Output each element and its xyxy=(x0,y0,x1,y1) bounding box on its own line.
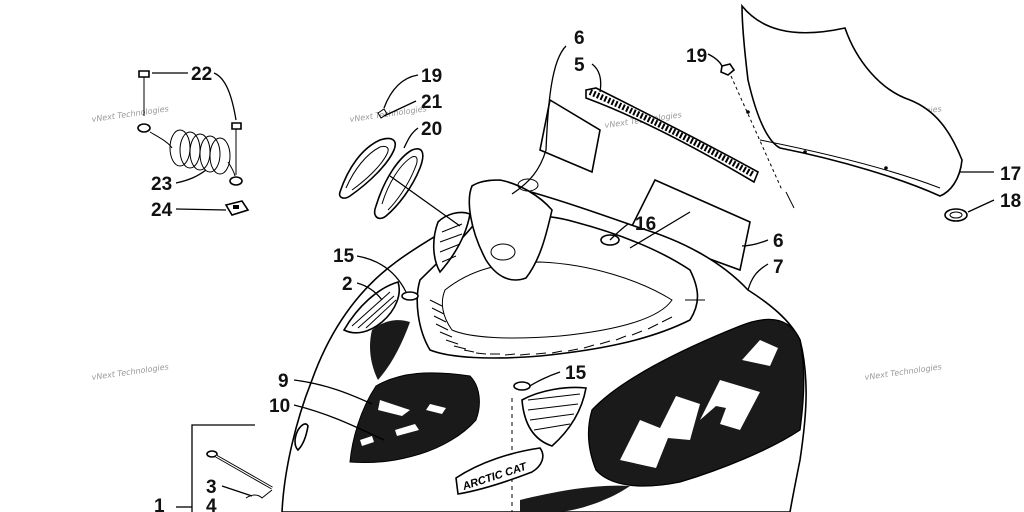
decal-graphic-left xyxy=(349,320,480,463)
callout-4: 4 xyxy=(206,496,217,512)
callout-7: 7 xyxy=(773,257,784,278)
trim-strip xyxy=(585,87,760,184)
washer-icon xyxy=(137,123,151,133)
callout-6-right: 6 xyxy=(773,231,784,252)
spring-cable-assembly xyxy=(137,70,250,216)
watermark-1: vNext Technologies xyxy=(91,104,169,124)
grommet-icon xyxy=(944,208,968,222)
leader-lines xyxy=(152,45,995,497)
vent-grille xyxy=(373,148,424,220)
windshield-assembly xyxy=(720,3,968,222)
callout-5: 5 xyxy=(574,55,585,76)
callout-18: 18 xyxy=(1000,191,1021,212)
callout-numbers: 22 23 24 19 21 20 15 2 6 5 16 6 7 19 17 … xyxy=(151,28,1021,512)
callout-9: 9 xyxy=(278,371,289,392)
vent-left-lower xyxy=(294,423,309,452)
callout-20: 20 xyxy=(421,119,442,140)
watermark-5: vNext Technologies xyxy=(91,362,169,382)
callout-15-bottom: 15 xyxy=(565,363,587,384)
screw-icon xyxy=(231,122,242,130)
callout-16: 16 xyxy=(635,214,656,235)
decal-6-right xyxy=(628,178,751,272)
decal-graphic-right: M6 xyxy=(520,318,805,512)
callout-19-left: 19 xyxy=(421,66,442,87)
vent-bracket-assembly xyxy=(338,108,424,220)
callout-10: 10 xyxy=(269,396,290,417)
callout-23: 23 xyxy=(151,174,172,195)
callout-21: 21 xyxy=(421,92,443,113)
callout-3: 3 xyxy=(206,477,217,498)
watermark-8: vNext Technologies xyxy=(864,362,942,382)
plug-icon xyxy=(401,291,419,301)
callout-24: 24 xyxy=(151,200,173,221)
side-vent-left xyxy=(432,211,471,274)
hinge-pin-assembly xyxy=(176,424,273,512)
callout-1: 1 xyxy=(154,496,165,512)
decal-6-upper xyxy=(539,98,601,174)
windshield xyxy=(741,3,963,197)
plug-icon xyxy=(513,381,531,391)
pin-head-icon xyxy=(206,450,218,458)
callout-6-top: 6 xyxy=(574,28,585,49)
console-louvers xyxy=(429,299,673,356)
callout-22: 22 xyxy=(191,64,212,85)
screw-icon xyxy=(138,70,150,78)
washer-icon xyxy=(229,176,243,186)
vent-left-2 xyxy=(342,281,400,334)
coil-spring xyxy=(149,129,236,177)
cotter-pin-icon xyxy=(245,489,273,499)
windshield-trim-parts xyxy=(539,87,760,272)
callout-17: 17 xyxy=(1000,164,1021,185)
callout-19-right: 19 xyxy=(686,46,707,67)
screw-icon xyxy=(720,63,736,76)
vent-bracket xyxy=(338,137,396,199)
callout-15-top: 15 xyxy=(333,246,355,267)
callout-2: 2 xyxy=(342,274,353,295)
hood-tower xyxy=(468,179,553,281)
